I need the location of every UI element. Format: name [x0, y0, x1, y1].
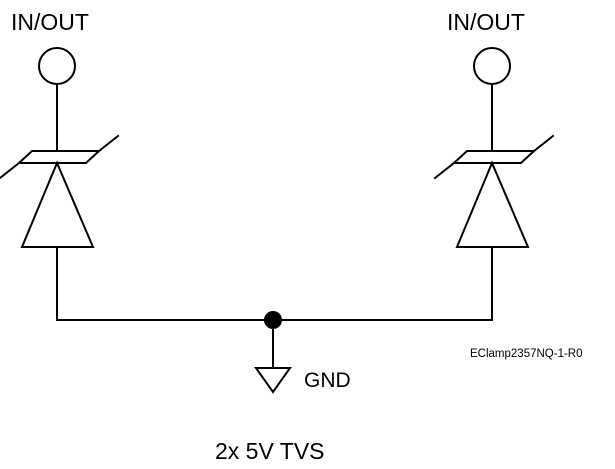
ground-network: GND	[56, 311, 493, 394]
ground-label: GND	[304, 369, 351, 392]
left-channel: IN/OUT	[0, 9, 120, 321]
left-cathode-bar	[16, 150, 102, 164]
left-terminal-circle-icon	[38, 47, 76, 85]
right-cathode-bar	[451, 150, 537, 164]
tvs-diode-left	[0, 134, 120, 248]
tvs-diode-right	[433, 134, 555, 248]
right-diode-triangle	[455, 160, 530, 248]
left-cathode-tail	[0, 161, 21, 180]
left-cathode-hook	[97, 134, 120, 153]
right-cathode-hook	[532, 134, 555, 153]
right-channel: IN/OUT	[433, 9, 555, 321]
right-cathode-tail	[433, 161, 456, 180]
part-number-label: EClamp2357NQ-1-R0	[470, 348, 583, 360]
right-pin-label: IN/OUT	[447, 9, 525, 35]
ground-symbol-icon	[254, 367, 292, 394]
right-terminal-circle-icon	[473, 47, 511, 85]
left-pin-label: IN/OUT	[11, 9, 89, 35]
left-diode-triangle	[20, 160, 95, 248]
diagram-caption: 2x 5V TVS	[215, 438, 325, 464]
